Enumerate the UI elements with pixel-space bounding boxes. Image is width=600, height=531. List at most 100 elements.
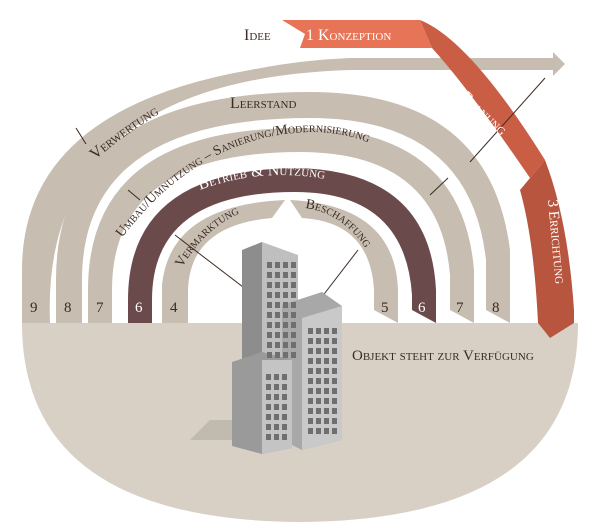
building-window	[332, 398, 337, 404]
building-window	[283, 282, 288, 288]
label-objekt: Objekt steht zur Verfügung	[352, 348, 534, 364]
building-window	[267, 302, 272, 308]
building-window	[275, 312, 280, 318]
planung-arrow	[420, 20, 545, 178]
building-window	[274, 374, 279, 380]
building-window	[283, 322, 288, 328]
building-window	[267, 352, 272, 358]
building-window	[332, 388, 337, 394]
building-window	[275, 322, 280, 328]
building-window	[283, 262, 288, 268]
building-window	[267, 262, 272, 268]
building-window	[332, 408, 337, 414]
building-window	[308, 428, 313, 434]
building-window	[282, 424, 287, 430]
building-window	[274, 424, 279, 430]
building-window	[291, 352, 296, 358]
building-window	[291, 282, 296, 288]
building-window	[308, 378, 313, 384]
building-window	[275, 282, 280, 288]
building-window	[267, 322, 272, 328]
building-window	[291, 342, 296, 348]
building-window	[324, 358, 329, 364]
building-window	[308, 338, 313, 344]
building-window	[274, 414, 279, 420]
building-window	[283, 312, 288, 318]
building-window	[274, 404, 279, 410]
label-konzeption: 1 Konzeption	[306, 27, 391, 44]
building-window	[324, 398, 329, 404]
building-window	[282, 394, 287, 400]
errichtung-arrow	[520, 160, 574, 338]
building-window	[282, 404, 287, 410]
building-window	[267, 342, 272, 348]
num-right-5: 5	[381, 300, 389, 316]
building-window	[316, 418, 321, 424]
building-window	[267, 272, 272, 278]
building-window	[316, 398, 321, 404]
building-window	[308, 398, 313, 404]
building-window	[324, 368, 329, 374]
building-window	[332, 338, 337, 344]
building-window	[316, 368, 321, 374]
label-errichtung: 3 Errichtung	[544, 199, 568, 285]
num-left-8: 8	[64, 300, 72, 316]
building-window	[332, 348, 337, 354]
building-window	[316, 408, 321, 414]
building-window	[275, 262, 280, 268]
building-window	[275, 332, 280, 338]
num-left-6: 6	[135, 300, 143, 316]
building-window	[291, 262, 296, 268]
building-window	[308, 358, 313, 364]
building-window	[282, 414, 287, 420]
building-window	[324, 388, 329, 394]
building-window	[266, 434, 271, 440]
building-window	[283, 272, 288, 278]
building-window	[324, 408, 329, 414]
label-leerstand: Leerstand	[230, 95, 296, 112]
building-window	[274, 394, 279, 400]
building-window	[332, 418, 337, 424]
building-window	[308, 418, 313, 424]
building-window	[266, 414, 271, 420]
building-window	[291, 292, 296, 298]
building-window	[266, 424, 271, 430]
building-window	[324, 418, 329, 424]
building-window	[316, 428, 321, 434]
building-window	[332, 328, 337, 334]
building-window	[275, 292, 280, 298]
building-window	[332, 428, 337, 434]
building-window	[291, 322, 296, 328]
building-window	[324, 428, 329, 434]
building-window	[308, 348, 313, 354]
building-window	[267, 282, 272, 288]
building-window	[283, 332, 288, 338]
num-left-4: 4	[170, 300, 178, 316]
building-window	[324, 338, 329, 344]
building-window	[291, 332, 296, 338]
building-window	[275, 352, 280, 358]
building-window	[275, 342, 280, 348]
building-window	[282, 434, 287, 440]
building-window	[282, 374, 287, 380]
building-window	[324, 348, 329, 354]
building-window	[291, 302, 296, 308]
band-vermarktung	[162, 200, 285, 323]
label-idee: Idee	[244, 27, 271, 44]
building-window	[316, 378, 321, 384]
building-window	[283, 342, 288, 348]
building-window	[332, 358, 337, 364]
building-window	[282, 384, 287, 390]
band-betrieb	[128, 168, 436, 323]
building-window	[275, 302, 280, 308]
building-window	[308, 328, 313, 334]
band-beschaffung	[290, 200, 398, 323]
building-window	[316, 348, 321, 354]
building-window	[267, 292, 272, 298]
building-window	[267, 332, 272, 338]
building-window	[283, 302, 288, 308]
building-window	[316, 338, 321, 344]
building-window	[274, 434, 279, 440]
building-window	[324, 328, 329, 334]
